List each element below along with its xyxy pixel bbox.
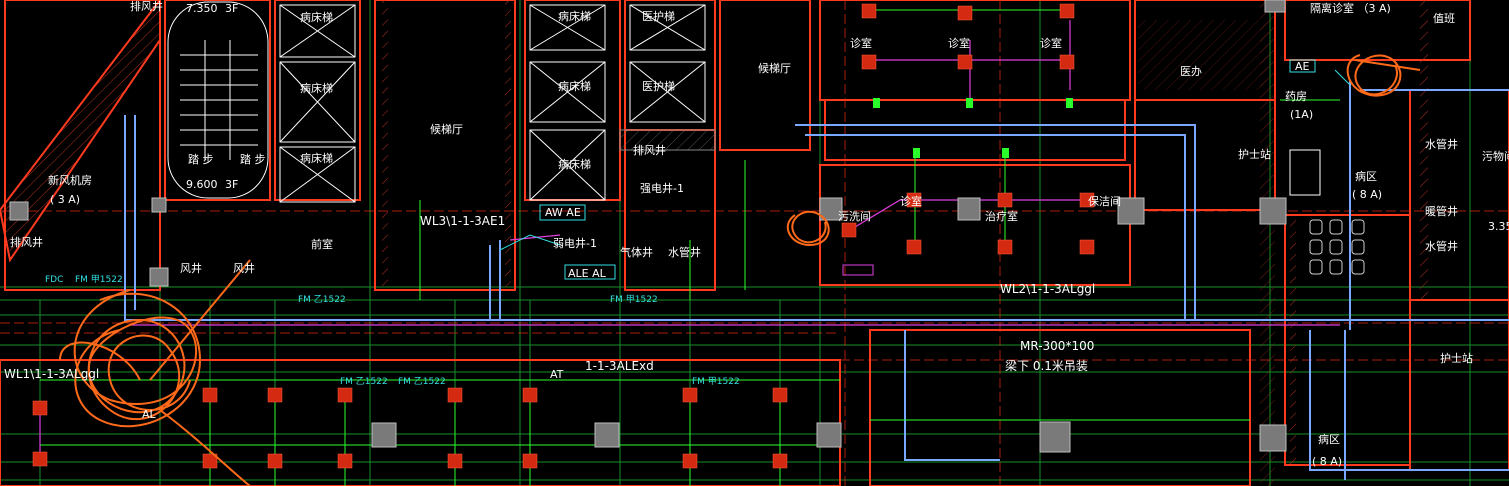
ceiling-devices-grey — [9, 0, 1287, 453]
label-exhaust-shaft: 排风井 — [10, 235, 43, 249]
label-ward-lower-4: 保洁间 — [1088, 194, 1121, 208]
label-stair-top-level: 7.350 — [186, 2, 218, 15]
label-stair-bottom-floor: 3F — [225, 178, 238, 191]
label-nurse-station: 护士站 — [1238, 147, 1271, 161]
label-elevator-1: 病床梯 — [300, 10, 333, 24]
label-circuit-wl3: WL3\1-1-3AE1 — [420, 214, 505, 228]
label-fm-5: FM 乙1522 — [398, 376, 446, 387]
label-exhaust-shaft-right: 排风井 — [633, 143, 666, 157]
label-air-shaft-2: 风井 — [233, 261, 255, 275]
label-ward-lower-1: 污洗间 — [838, 210, 871, 223]
label-ward-area: 病区 — [1355, 169, 1377, 183]
cyan-symbols — [499, 59, 1351, 280]
label-ward-lower-2: 诊室 — [900, 194, 922, 208]
label-fm-1: FM 甲1522 — [75, 274, 123, 285]
label-office: 医办 — [1180, 65, 1202, 78]
label-cable-tray-note: 梁下 0.1米吊装 — [1005, 358, 1088, 373]
label-circuit-alea: ALE AL — [568, 267, 607, 280]
label-dirty-room: 污物间 — [1482, 149, 1509, 163]
label-circuit-ae-right: AE — [1295, 60, 1310, 73]
label-lounge: 值班 — [1433, 12, 1455, 25]
waiting-seats — [842, 149, 1365, 276]
label-ward-3: 诊室 — [1040, 36, 1062, 50]
label-elevator-r2: 医护梯 — [642, 9, 675, 23]
stair — [167, 1, 269, 199]
label-ward-2: 诊室 — [948, 36, 970, 50]
label-ward-area-lower: 病区 — [1318, 432, 1340, 446]
label-fresh-air-room: 新风机房 — [48, 173, 92, 187]
label-stair-top-floor: 3F — [225, 2, 238, 15]
label-weak-shaft: 弱电井-1 — [553, 236, 597, 250]
label-ward-area-count: ( 8 A) — [1352, 188, 1382, 201]
label-stair-bottom-level: 9.600 — [186, 178, 218, 191]
label-circuit-wl1: WL1\1-1-3ALggl — [4, 367, 99, 381]
label-water-shaft-right-2: 暖管井 — [1425, 204, 1458, 218]
label-pharmacy: 药房 — [1285, 90, 1307, 103]
pen-scribbles — [59, 54, 1421, 486]
label-water-shaft-right-3: 水管井 — [1425, 239, 1458, 253]
elevator-shafts — [279, 4, 706, 203]
label-right-edge: 3.35 — [1488, 220, 1509, 233]
label-elevator-r1: 病床梯 — [558, 9, 591, 23]
label-elevator-r5: 病床梯 — [558, 157, 591, 171]
label-circuit-bus: 1-1-3ALExd — [585, 359, 654, 373]
label-pharmacy-count: (1A) — [1290, 108, 1313, 121]
label-fm-big: FM 甲1522 — [692, 376, 740, 387]
label-elevator-2: 病床梯 — [300, 81, 333, 95]
label-elevator-r4: 医护梯 — [642, 79, 675, 93]
label-stair-step-right: 踏 步 — [240, 152, 266, 166]
room-labels: 排风井 7.350 3F 9.600 3F 踏 步 踏 步 新风机房 ( 3 A… — [10, 0, 1509, 468]
label-fm-2: FM 乙1522 — [298, 294, 346, 305]
label-cable-tray: MR-300*100 — [1020, 339, 1094, 353]
label-front-room: 前室 — [311, 237, 333, 251]
label-ward-lower-3: 治疗室 — [985, 209, 1018, 223]
label-elevator-hall-left: 候梯厅 — [430, 122, 463, 136]
label-fdc: FDC — [45, 275, 63, 285]
ducts — [124, 80, 1509, 480]
label-elevator-r3: 病床梯 — [558, 79, 591, 93]
green-detector-boxes — [873, 98, 1073, 158]
label-isolation-room: 隔离诊室 （3 A) — [1310, 1, 1391, 15]
label-exhaust-top: 排风井 — [130, 0, 163, 13]
ceiling-devices-red — [32, 3, 1095, 469]
label-fresh-air-count: ( 3 A) — [50, 193, 80, 206]
label-elevator-hall-right: 候梯厅 — [758, 61, 791, 75]
label-circuit-aw: AW AE — [545, 206, 581, 219]
label-nurse-station-2: 护士站 — [1440, 351, 1473, 365]
label-stair-step-left: 踏 步 — [188, 152, 214, 166]
label-circuit-ale-left: AL — [142, 408, 157, 421]
label-water-shaft-right-1: 水管井 — [1425, 137, 1458, 151]
hatched-walls — [382, 0, 1428, 486]
label-ward-area-lower-count: ( 8 A) — [1312, 455, 1342, 468]
label-gas-shaft: 气体井 — [620, 245, 653, 259]
label-strong-shaft: 强电井-1 — [640, 181, 684, 195]
label-fm-3: FM 甲1522 — [610, 294, 658, 305]
label-ward-1: 诊室 — [850, 36, 872, 50]
label-fm-4: FM 乙1522 — [340, 376, 388, 387]
label-circuit-at: AT — [550, 368, 564, 381]
label-circuit-wl2: WL2\1-1-3ALggl — [1000, 282, 1095, 296]
label-air-shaft-1: 风井 — [180, 261, 202, 275]
circuit-labels: WL3\1-1-3AE1 WL2\1-1-3ALggl WL1\1-1-3ALg… — [4, 60, 1310, 421]
label-water-shaft: 水管井 — [668, 245, 701, 259]
label-elevator-3: 病床梯 — [300, 151, 333, 165]
